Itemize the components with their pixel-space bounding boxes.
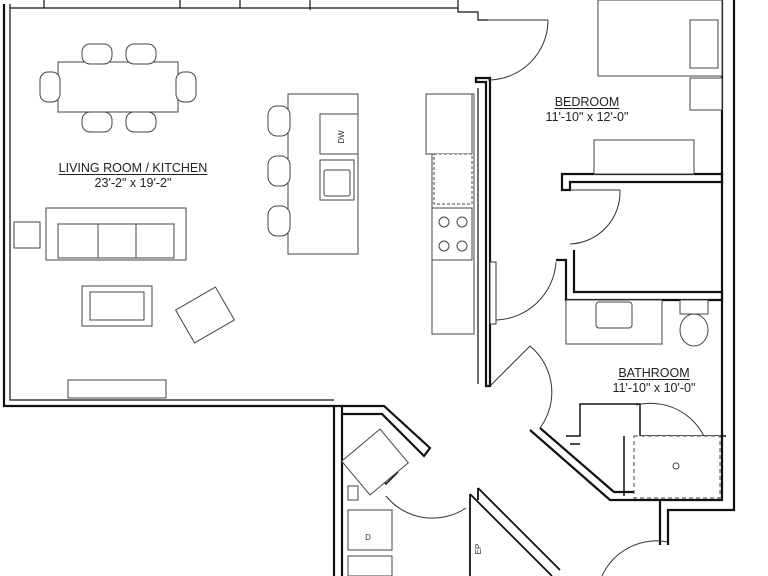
- coffee-table-inner: [89, 291, 145, 321]
- dining-chair: [125, 43, 157, 65]
- shower-drain: [672, 462, 680, 470]
- closet-wall: [556, 250, 724, 302]
- room-size-bedroom: 11'-10" x 12'-0": [545, 110, 629, 124]
- washer: [347, 509, 393, 551]
- window-top: [43, 0, 488, 21]
- island-stool: [267, 205, 291, 237]
- door-swing-bedroom: [569, 189, 621, 245]
- dining-table: [57, 61, 179, 113]
- burner: [438, 240, 450, 252]
- dining-chair: [39, 71, 61, 103]
- dining-chair: [81, 43, 113, 65]
- room-name-bathroom: BATHROOM: [618, 366, 690, 380]
- sofa-cushion: [135, 223, 175, 259]
- door-swing-lower: [385, 495, 467, 519]
- burner: [438, 216, 450, 228]
- dishwasher-label: DW: [337, 130, 346, 144]
- dining-chair: [81, 111, 113, 133]
- tv-console: [67, 379, 167, 399]
- room-name-bedroom: BEDROOM: [554, 95, 620, 109]
- room-label-bedroom: BEDROOM 11'-10" x 12'-0": [520, 95, 654, 125]
- dining-chair: [175, 71, 197, 103]
- closet-shelf: [341, 428, 409, 496]
- toilet-tank: [679, 299, 709, 315]
- sofa-cushion: [97, 223, 137, 259]
- dishwasher: [319, 113, 359, 155]
- range: [431, 207, 473, 261]
- armchair: [174, 286, 236, 344]
- room-size-bathroom: 11'-10" x 10'-0": [612, 381, 696, 395]
- door-leaf-closet: [489, 261, 497, 325]
- exterior-wall-west-inner: [9, 4, 334, 401]
- exterior-wall-east: [658, 0, 724, 545]
- dining-chair: [125, 111, 157, 133]
- counter-segment: [433, 153, 473, 205]
- room-size-living: 23'-2" x 19'-2": [94, 176, 172, 190]
- exterior-wall-west: [2, 4, 334, 408]
- nightstand: [689, 77, 723, 111]
- partition-wall-central: [474, 76, 492, 388]
- room-label-bathroom: BATHROOM 11'-10" x 10'-0": [590, 366, 718, 396]
- pillow: [689, 19, 719, 69]
- hall-wall-top: [334, 404, 432, 458]
- door-swing-closet: [495, 261, 557, 321]
- room-name-living: LIVING ROOM / KITCHEN: [58, 161, 208, 175]
- sink-basin: [323, 169, 351, 197]
- hall-wall-diagonal: [469, 487, 561, 576]
- refrigerator: [425, 93, 473, 155]
- door-swing-hall: [489, 345, 553, 429]
- exterior-wall-east-inner: [666, 0, 736, 545]
- island-stool: [267, 105, 291, 137]
- vanity-sink: [595, 301, 633, 329]
- toilet-bowl: [679, 313, 709, 347]
- room-label-living: LIVING ROOM / KITCHEN 23'-2" x 19'-2": [40, 161, 226, 191]
- sofa-cushion: [57, 223, 99, 259]
- dresser: [593, 139, 695, 175]
- burner: [456, 240, 468, 252]
- dryer: [347, 555, 393, 576]
- dryer-label: D: [365, 533, 371, 542]
- utility-box: [347, 485, 359, 501]
- side-table: [13, 221, 41, 249]
- electrical-panel-label: EP: [474, 544, 483, 555]
- bedroom-wall-south: [560, 172, 724, 192]
- door-swing-entry: [487, 19, 549, 81]
- door-swing-bottom-right: [601, 540, 669, 576]
- island-stool: [267, 155, 291, 187]
- burner: [456, 216, 468, 228]
- hall-wall-west: [332, 406, 344, 576]
